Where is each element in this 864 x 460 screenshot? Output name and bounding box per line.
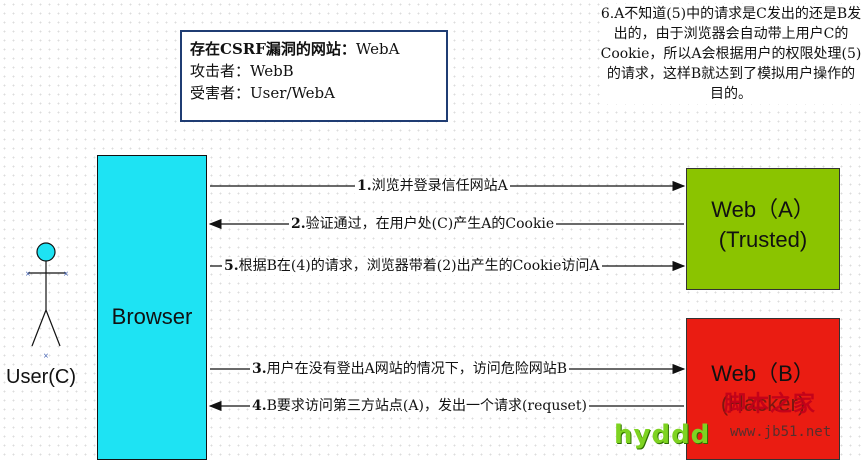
message-5: 5.根据B在(4)的请求，浏览器带着(2)出产生的Cookie访问A	[222, 257, 602, 275]
message-4-num: 4.	[252, 398, 267, 414]
web-b-box: Web（B） (Hacker)	[686, 318, 840, 460]
message-1: 1.浏览并登录信任网站A	[355, 177, 510, 195]
message-1-text: 浏览并登录信任网站A	[371, 178, 508, 194]
user-label: User(C)	[6, 366, 76, 388]
message-5-text: 根据B在(4)的请求，浏览器带着(2)出产生的Cookie访问A	[238, 258, 600, 274]
svg-text:×: ×	[63, 270, 69, 278]
info-line1-value: WebA	[355, 40, 400, 58]
web-a-box: Web（A） (Trusted)	[686, 168, 840, 290]
message-4: 4.B要求访问第三方站点(A)，发出一个请求(requset)	[250, 397, 589, 415]
watermark-brand: hyddd	[614, 420, 711, 450]
svg-text:×: ×	[43, 352, 49, 358]
message-2: 2.验证通过，在用户处(C)产生A的Cookie	[289, 215, 557, 233]
svg-text:×: ×	[25, 270, 31, 278]
message-4-text: B要求访问第三方站点(A)，发出一个请求(requset)	[266, 398, 587, 414]
watermark-site-url: www.jb51.net	[730, 424, 832, 440]
web-b-subtitle: (Hacker)	[720, 391, 806, 416]
message-3-text: 用户在没有登出A网站的情况下，访问危险网站B	[266, 361, 568, 377]
step6-note: 6.A不知道(5)中的请求是C发出的还是B发出的，由于浏览器会自动带上用户C的C…	[600, 4, 862, 104]
user-stick-figure-icon: × × ×	[25, 242, 69, 358]
message-2-text: 验证通过，在用户处(C)产生A的Cookie	[305, 216, 555, 232]
info-line3: 受害者：User/WebA	[190, 84, 335, 102]
message-2-num: 2.	[291, 216, 306, 232]
web-a-subtitle: (Trusted)	[718, 227, 808, 252]
watermark-site-cn: 脚本之家	[724, 391, 817, 417]
web-b-title: Web（B）	[711, 361, 815, 386]
message-3: 3.用户在没有登出A网站的情况下，访问危险网站B	[250, 360, 570, 378]
message-1-num: 1.	[357, 178, 372, 194]
info-line2: 攻击者：WebB	[190, 62, 294, 80]
info-box: 存在CSRF漏洞的网站：WebA 攻击者：WebB 受害者：User/WebA	[180, 30, 448, 122]
browser-label: Browser	[111, 304, 193, 329]
message-3-num: 3.	[252, 361, 267, 377]
message-5-num: 5.	[224, 258, 239, 274]
browser-box: Browser	[97, 155, 207, 460]
info-line1-prefix: 存在CSRF漏洞的网站：	[190, 40, 356, 58]
web-a-title: Web（A）	[711, 197, 815, 222]
